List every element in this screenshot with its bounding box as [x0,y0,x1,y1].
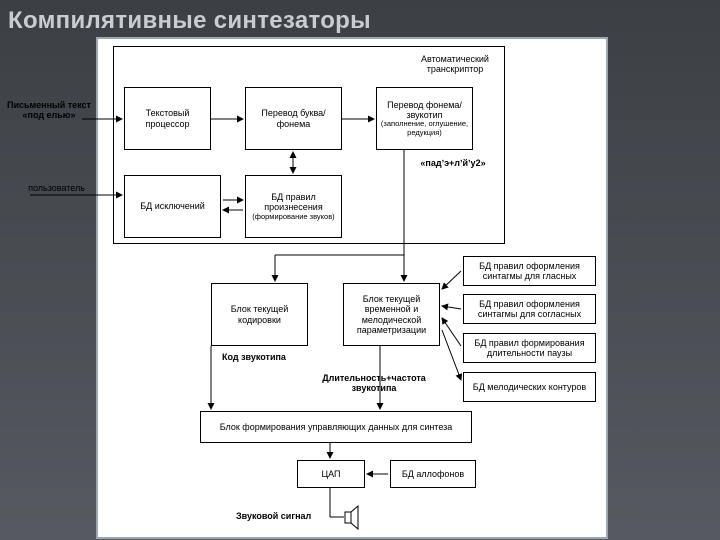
pronunciation-db-box: БД правил произнесения (формирование зву… [245,175,342,238]
dac-box: ЦАП [297,460,365,488]
transcription-output-label: «падʼэ+лʼйʼу2» [420,158,486,168]
slide-title: Компилятивные синтезаторы [8,7,371,34]
time-melodic-block: Блок текущей временной и мелодической па… [343,283,440,346]
pronunciation-db-sub: (формирование звуков) [252,211,335,221]
sound-signal-label: Звуковой сигнал [236,511,312,521]
pronunciation-db-main: БД правил произнесения [264,191,323,213]
phoneme-soundtype-sub: (заполнение, оглушение, редукция) [380,119,469,137]
speaker-icon [344,504,359,531]
phoneme-soundtype-box: Перевод фонема/звукотип (заполнение, огл… [376,87,473,150]
melodic-db-box: БД мелодических контуров [463,372,596,402]
letter-phoneme-box: Перевод буква/фонема [245,87,342,150]
current-coding-block: Блок текущей кодировки [211,283,308,346]
auto-transcriber-frame [113,46,505,244]
exceptions-db-box: БД исключений [124,175,221,238]
allophones-db-box: БД аллофонов [390,460,476,488]
pause-rules-db-box: БД правил формирования длительности пауз… [463,333,596,363]
vowel-rules-db-box: БД правил оформления синтагмы для гласны… [463,256,596,286]
duration-frequency-label: Длительность+частота звукотипа [322,373,426,394]
text-processor-box: Текстовый процессор [124,87,211,150]
soundtype-code-label: Код звукотипа [222,352,286,362]
control-data-block: Блок формирования управляющих данных для… [200,411,472,443]
input-text-label: Письменный текст «под елью» [6,100,91,121]
user-label: пользователь [28,183,85,193]
phoneme-soundtype-main: Перевод фонема/звукотип [387,99,462,120]
auto-transcriber-label: Автоматический транскриптор [421,54,489,75]
consonant-rules-db-box: БД правил оформления синтагмы для соглас… [463,294,596,324]
